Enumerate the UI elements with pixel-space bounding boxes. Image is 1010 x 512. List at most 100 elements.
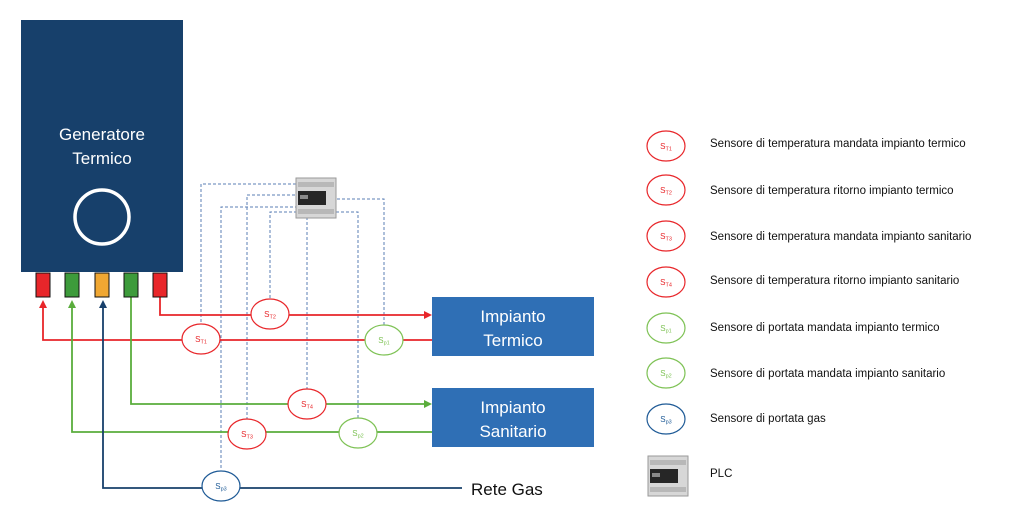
legend-sp2-text: Sensore di portata mandata impianto sani… [710,368,945,380]
legend-sensor-sp3-icon [646,403,686,435]
svg-text:ST3: ST3 [241,430,253,441]
sensor-st1-sub: T1 [200,340,206,346]
impianto-termico-box: Impianto Termico [432,297,594,356]
svg-text:Sp2: Sp2 [352,429,363,440]
svg-text:ST3: ST3 [660,232,672,243]
legend-st2-text: Sensore di temperatura ritorno impianto … [710,185,954,197]
plc-wiring [200,183,385,468]
pipes [39,297,462,489]
sensor-sp1-main: S [378,336,383,345]
legend-st1-main: S [660,142,665,151]
sensor-st1: ST1 [181,323,221,355]
sensor-st3-main: S [241,430,246,439]
svg-text:Sp3: Sp3 [215,482,226,493]
legend-sp3-text: Sensore di portata gas [710,413,826,425]
sensor-st2-sub: T2 [269,315,275,321]
pipe-termico-ritorno [39,300,432,341]
pipe-termico-mandata [159,297,432,319]
legend-st3-text: Sensore di temperatura mandata impianto … [710,231,971,243]
sensor-sp2-sub: p2 [358,434,364,440]
sensor-st4-sub: T4 [306,405,312,411]
legend-item-st3: ST3 Sensore di temperatura mandata impia… [646,220,971,252]
impianto-sanitario-line1: Impianto [480,398,545,417]
legend-sensor-st3-icon [646,220,686,252]
sensor-st4-main: S [301,400,306,409]
legend-item-sp2: Sp2 Sensore di portata mandata impianto … [646,357,945,389]
legend-sp1-text: Sensore di portata mandata impianto term… [710,322,939,334]
wire-st2 [269,211,296,298]
svg-text:Sp1: Sp1 [660,324,671,335]
sensor-st4: ST4 [287,388,327,420]
svg-text:ST1: ST1 [660,142,672,153]
generator-title-line2: Termico [72,149,132,168]
svg-text:Sp3: Sp3 [660,415,671,426]
wire-sp2 [336,211,359,418]
sensor-st3: ST3 [227,418,267,450]
pipe-gas [99,300,462,489]
svg-text:Sp2: Sp2 [660,369,671,380]
legend-st4-sub: T4 [665,283,671,289]
legend-item-sp1: Sp1 Sensore di portata mandata impianto … [646,312,939,344]
generator-connectors [35,272,168,298]
legend-sp1-sub: p1 [666,329,672,335]
legend: ST1 Sensore di temperatura mandata impia… [646,130,971,497]
svg-text:ST2: ST2 [264,310,276,321]
svg-text:ST4: ST4 [301,400,313,411]
legend-item-st1: ST1 Sensore di temperatura mandata impia… [646,130,966,162]
legend-sensor-sp1-icon [646,312,686,344]
thermal-generator: Generatore Termico [21,20,183,272]
rete-gas-label: Rete Gas [471,480,543,499]
legend-sp1-main: S [660,324,665,333]
pipe-sanitario-mandata [130,297,432,408]
legend-st4-main: S [660,278,665,287]
connector-green-return [64,272,80,298]
sensor-st2: ST2 [250,298,290,330]
sensor-sp2-main: S [352,429,357,438]
svg-text:ST4: ST4 [660,278,672,289]
impianto-termico-line2: Termico [483,331,543,350]
connector-green-supply [123,272,139,298]
legend-sp3-sub: p3 [666,420,672,426]
pipe-sanitario-ritorno [68,300,432,433]
generator-burner-icon [73,188,131,246]
legend-item-sp3: Sp3 Sensore di portata gas [646,403,826,435]
wire-st1 [200,183,296,322]
impianto-sanitario-line2: Sanitario [479,422,546,441]
svg-text:ST2: ST2 [660,186,672,197]
sensor-st3-sub: T3 [246,435,252,441]
legend-st3-main: S [660,232,665,241]
legend-sensor-st1-icon [646,130,686,162]
legend-st2-sub: T2 [665,191,671,197]
legend-st3-sub: T3 [665,237,671,243]
legend-st4-text: Sensore di temperatura ritorno impianto … [710,275,959,287]
impianto-termico-line1: Impianto [480,307,545,326]
sensor-sp3: Sp3 [201,470,241,502]
sensor-sp3-sub: p3 [221,487,227,493]
connector-red-supply [152,272,168,298]
legend-st1-sub: T1 [665,147,671,153]
legend-sp3-main: S [660,415,665,424]
wire-sp1 [336,198,385,325]
legend-item-st4: ST4 Sensore di temperatura ritorno impia… [646,266,959,298]
legend-sp2-sub: p2 [666,374,672,380]
sensor-sp1: Sp1 [364,324,404,356]
legend-plc-text: PLC [710,468,732,480]
legend-sp2-main: S [660,369,665,378]
generator-title-line1: Generatore [59,125,145,144]
legend-plc-icon [647,455,689,497]
legend-item-st2: ST2 Sensore di temperatura ritorno impia… [646,174,954,206]
legend-st1-text: Sensore di temperatura mandata impianto … [710,138,966,150]
plc-device-icon [295,177,337,219]
wire-sp3 [220,206,296,468]
sensor-st2-main: S [264,310,269,319]
impianto-sanitario-box: Impianto Sanitario [432,388,594,447]
legend-st2-main: S [660,186,665,195]
sensor-sp3-main: S [215,482,220,491]
legend-sensor-sp2-icon [646,357,686,389]
svg-text:Sp1: Sp1 [378,336,389,347]
legend-sensor-st2-icon [646,174,686,206]
connector-yellow-gas [94,272,110,298]
legend-item-plc: PLC [647,455,732,497]
sensor-sp2: Sp2 [338,417,378,449]
